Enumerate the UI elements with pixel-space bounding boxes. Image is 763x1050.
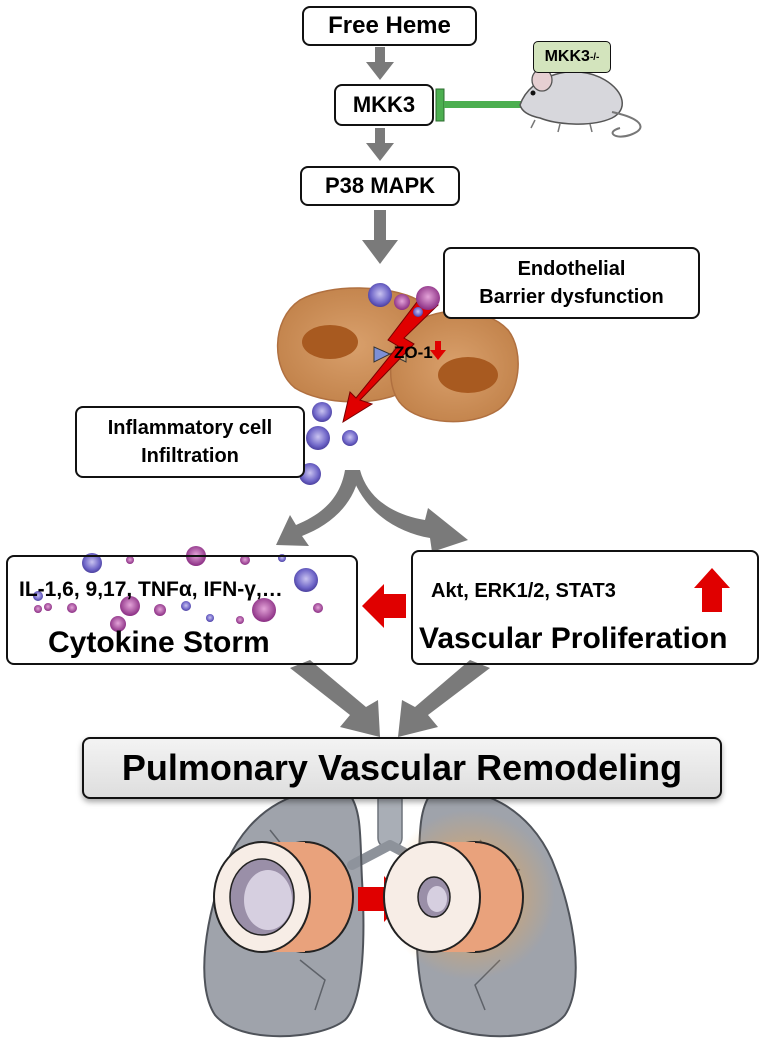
infiltrating-immune-cells — [299, 283, 440, 485]
inflammatory-label-line1: Inflammatory cell — [107, 417, 273, 439]
mkk3-label: MKK3 — [352, 92, 416, 117]
arrow-heme-to-mkk3 — [366, 47, 394, 80]
arrow-mkk3-to-p38 — [366, 128, 394, 161]
transmigration-arrow — [342, 297, 439, 424]
p38-label: P38 MAPK — [324, 173, 436, 198]
remodeled-vessel-icon — [383, 841, 524, 953]
endothelial-label-line1: Endothelial — [517, 258, 626, 280]
signaling-label: Akt, ERK1/2, STAT3 — [431, 580, 616, 602]
cytokine-list-label: IL-1,6, 9,17, TNFα, IFN-γ,… — [19, 578, 283, 601]
p38-box: P38 MAPK — [300, 166, 460, 206]
vascular-to-cytokine-arrow — [362, 584, 406, 628]
arrow-p38-to-endothelium — [362, 210, 398, 264]
endothelial-box: Endothelial Barrier dysfunction — [443, 247, 700, 319]
normal-vessel-icon — [213, 841, 354, 953]
remodeling-box: Pulmonary Vascular Remodeling — [82, 737, 722, 799]
knockout-mouse-icon — [519, 68, 642, 138]
mkk3-box: MKK3 — [334, 84, 434, 126]
mkk3-knockout-label: MKK3 — [544, 48, 590, 65]
zo1-label: ZO-1 — [394, 343, 433, 362]
vascular-proliferation-box — [411, 550, 759, 665]
endothelial-cells — [276, 287, 519, 423]
stat3-up-arrow — [694, 568, 730, 612]
free-heme-box: Free Heme — [302, 6, 477, 46]
vascular-proliferation-title: Vascular Proliferation — [419, 622, 728, 655]
remodeling-label: Pulmonary Vascular Remodeling — [121, 747, 683, 788]
mkk3-inhibition-line — [435, 88, 526, 122]
mkk3-knockout-badge: MKK3-/- — [533, 41, 611, 73]
inflammatory-box: Inflammatory cell Infiltration — [75, 406, 305, 478]
zo1-down-arrow — [430, 341, 446, 360]
inflammatory-label-line2: Infiltration — [141, 445, 239, 467]
cytokine-storm-box — [6, 555, 358, 665]
endothelial-label-line2: Barrier dysfunction — [479, 286, 664, 308]
branch-arrows — [276, 470, 468, 552]
converging-arrows — [290, 660, 490, 737]
mkk3-knockout-superscript: -/- — [589, 51, 600, 63]
free-heme-label: Free Heme — [328, 12, 451, 39]
cytokine-storm-title: Cytokine Storm — [48, 626, 270, 659]
